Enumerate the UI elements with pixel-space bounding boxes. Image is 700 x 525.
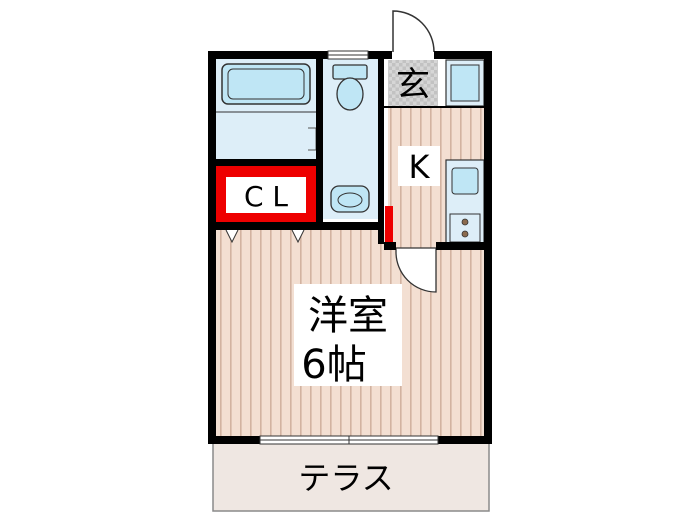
entrance: 玄 <box>388 10 485 107</box>
stove-icon <box>449 213 481 243</box>
walls <box>208 51 492 444</box>
closet-label-bg <box>226 177 306 213</box>
sink-icon <box>451 167 479 195</box>
kitchen-counter <box>445 159 485 245</box>
western-room-label: 洋室 <box>308 293 388 339</box>
entrance-label: 玄 <box>396 65 430 105</box>
washbasin-icon <box>330 185 370 213</box>
terrace <box>212 440 490 512</box>
toilet-icon <box>332 64 368 111</box>
western-room-label-bg <box>294 284 402 386</box>
closet: C L <box>216 166 316 244</box>
bathroom <box>216 59 317 159</box>
western-room-size: 6帖 <box>301 342 366 388</box>
kitchen-label: K <box>409 148 431 186</box>
door-swing-icon <box>392 10 435 53</box>
kitchen-label-bg <box>398 146 440 186</box>
room-door-swing <box>395 247 437 293</box>
terrace-window <box>259 435 439 445</box>
closet-label: C L <box>244 180 288 213</box>
terrace-label: テラス <box>298 459 393 497</box>
toilet-room <box>323 59 384 219</box>
partition-marker <box>385 206 393 242</box>
